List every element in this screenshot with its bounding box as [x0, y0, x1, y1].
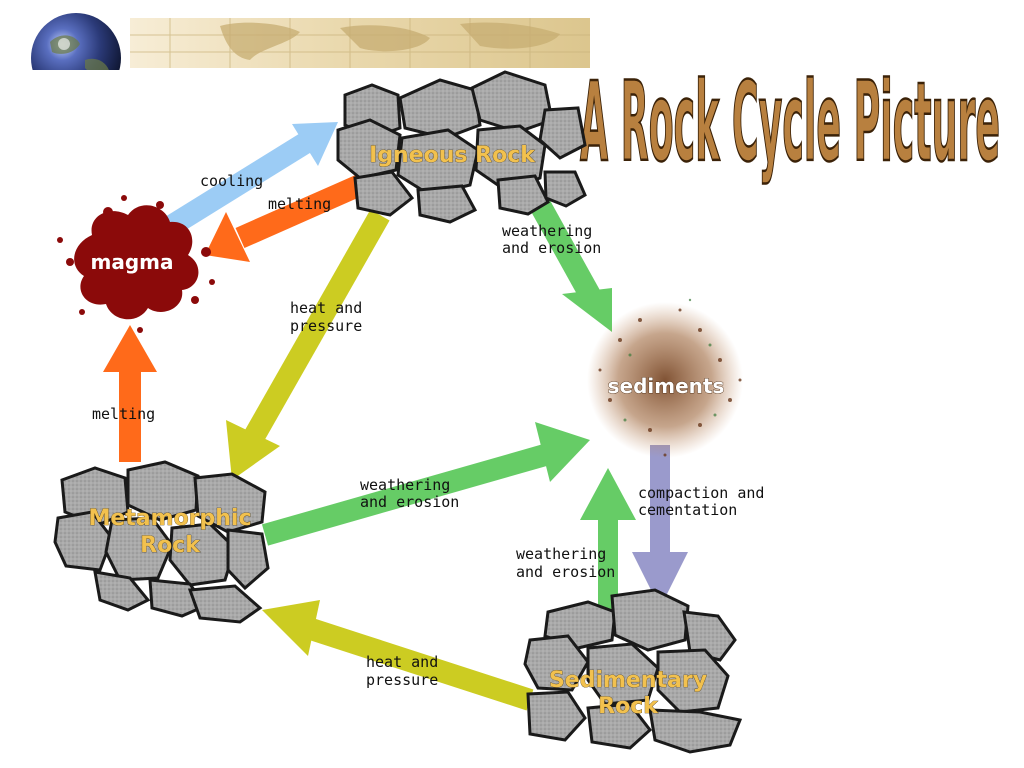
metamorphic-rock-label-line2: Rock	[140, 533, 201, 558]
label-heat-pressure-bottom-1: heat and	[366, 653, 438, 671]
label-weathering-middle-1: weathering	[360, 476, 450, 494]
label-cooling: cooling	[200, 172, 263, 190]
sedimentary-rock-label-line1: Sedimentary	[549, 668, 707, 693]
label-weathering-top-1: weathering	[502, 222, 592, 240]
sedimentary-rock-label-line2: Rock	[598, 694, 659, 719]
label-compaction-2: cementation	[638, 501, 737, 519]
arrow-melting-left	[103, 325, 157, 462]
label-weathering-bottom-1: weathering	[516, 545, 606, 563]
igneous-rock-label: Igneous Rock	[369, 143, 536, 168]
title-text: A Rock Cycle Picture	[580, 58, 1000, 186]
label-compaction-1: compaction and	[638, 484, 764, 502]
sedimentary-rock-node	[523, 588, 743, 754]
arrow-melting-top	[205, 174, 365, 262]
label-weathering-middle-2: and erosion	[360, 493, 459, 511]
arrow-heat-pressure-middle	[226, 209, 390, 480]
label-heat-pressure-middle-1: heat and	[290, 299, 362, 317]
world-map-header-band	[130, 18, 590, 68]
arrow-weathering-middle	[261, 422, 590, 546]
magma-node	[57, 195, 215, 333]
map-grid-decoration	[130, 18, 590, 68]
arrow-weathering-top	[530, 199, 612, 332]
sediments-node	[587, 298, 743, 458]
label-weathering-bottom-2: and erosion	[516, 563, 615, 581]
igneous-rock-node	[336, 70, 587, 224]
label-melting-left: melting	[92, 405, 155, 423]
globe-icon	[30, 12, 122, 70]
metamorphic-rock-node	[53, 460, 270, 624]
label-melting-top: melting	[268, 195, 331, 213]
magma-label: magma	[91, 250, 174, 274]
slide-title: A Rock Cycle Picture	[579, 57, 1002, 188]
label-heat-pressure-bottom-2: pressure	[366, 671, 438, 689]
arrow-compaction	[632, 445, 688, 608]
arrow-heat-pressure-bottom	[262, 600, 534, 711]
label-heat-pressure-middle-2: pressure	[290, 317, 362, 335]
sediments-label: sediments	[608, 374, 725, 398]
label-weathering-top-2: and erosion	[502, 239, 601, 257]
metamorphic-rock-label-line1: Metamorphic	[88, 506, 251, 531]
arrow-cooling	[162, 122, 338, 238]
arrow-weathering-bottom	[580, 468, 636, 615]
